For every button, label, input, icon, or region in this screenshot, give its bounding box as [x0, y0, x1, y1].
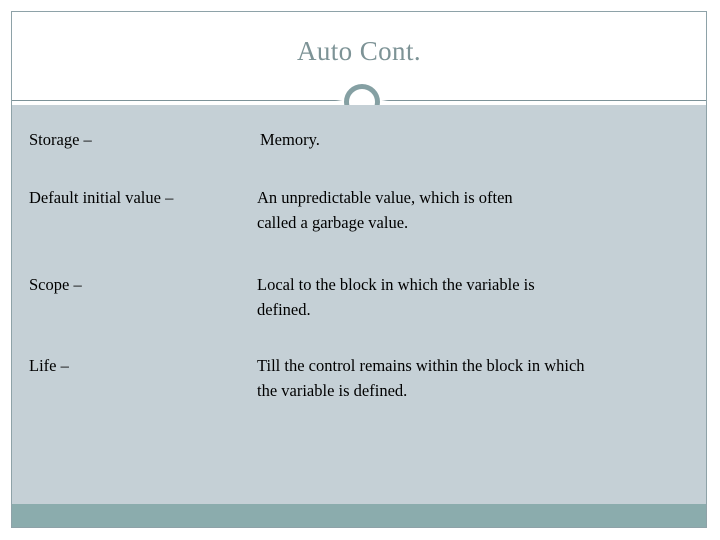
page-title: Auto Cont.: [296, 36, 421, 66]
row-value-line: Till the control remains within the bloc…: [257, 356, 585, 375]
row-value-storage: Memory.: [260, 127, 690, 152]
slide-footer-band: [12, 504, 706, 527]
row-value-line: the variable is defined.: [257, 381, 408, 400]
row-value-scope: Local to the block in which the variable…: [257, 272, 687, 322]
slide-title-area: Auto Cont.: [12, 12, 706, 122]
row-value-life: Till the control remains within the bloc…: [257, 353, 687, 403]
row-value-line: defined.: [257, 300, 311, 319]
row-value-line: called a garbage value.: [257, 213, 409, 232]
row-label-life: Life –: [29, 356, 69, 375]
row-value-line: Local to the block in which the variable…: [257, 275, 535, 294]
row-value-line: An unpredictable value, which is often: [257, 188, 513, 207]
row-value-default-initial-value: An unpredictable value, which is often c…: [257, 185, 687, 235]
slide-body-area: Storage – Memory. Default initial value …: [12, 105, 706, 505]
row-label-storage: Storage –: [29, 130, 92, 149]
row-value-line: Memory.: [260, 130, 320, 149]
row-label-default-initial-value: Default initial value –: [29, 188, 174, 207]
presentation-slide: Auto Cont. Storage – Memory. Default ini…: [11, 11, 707, 528]
row-label-scope: Scope –: [29, 275, 82, 294]
